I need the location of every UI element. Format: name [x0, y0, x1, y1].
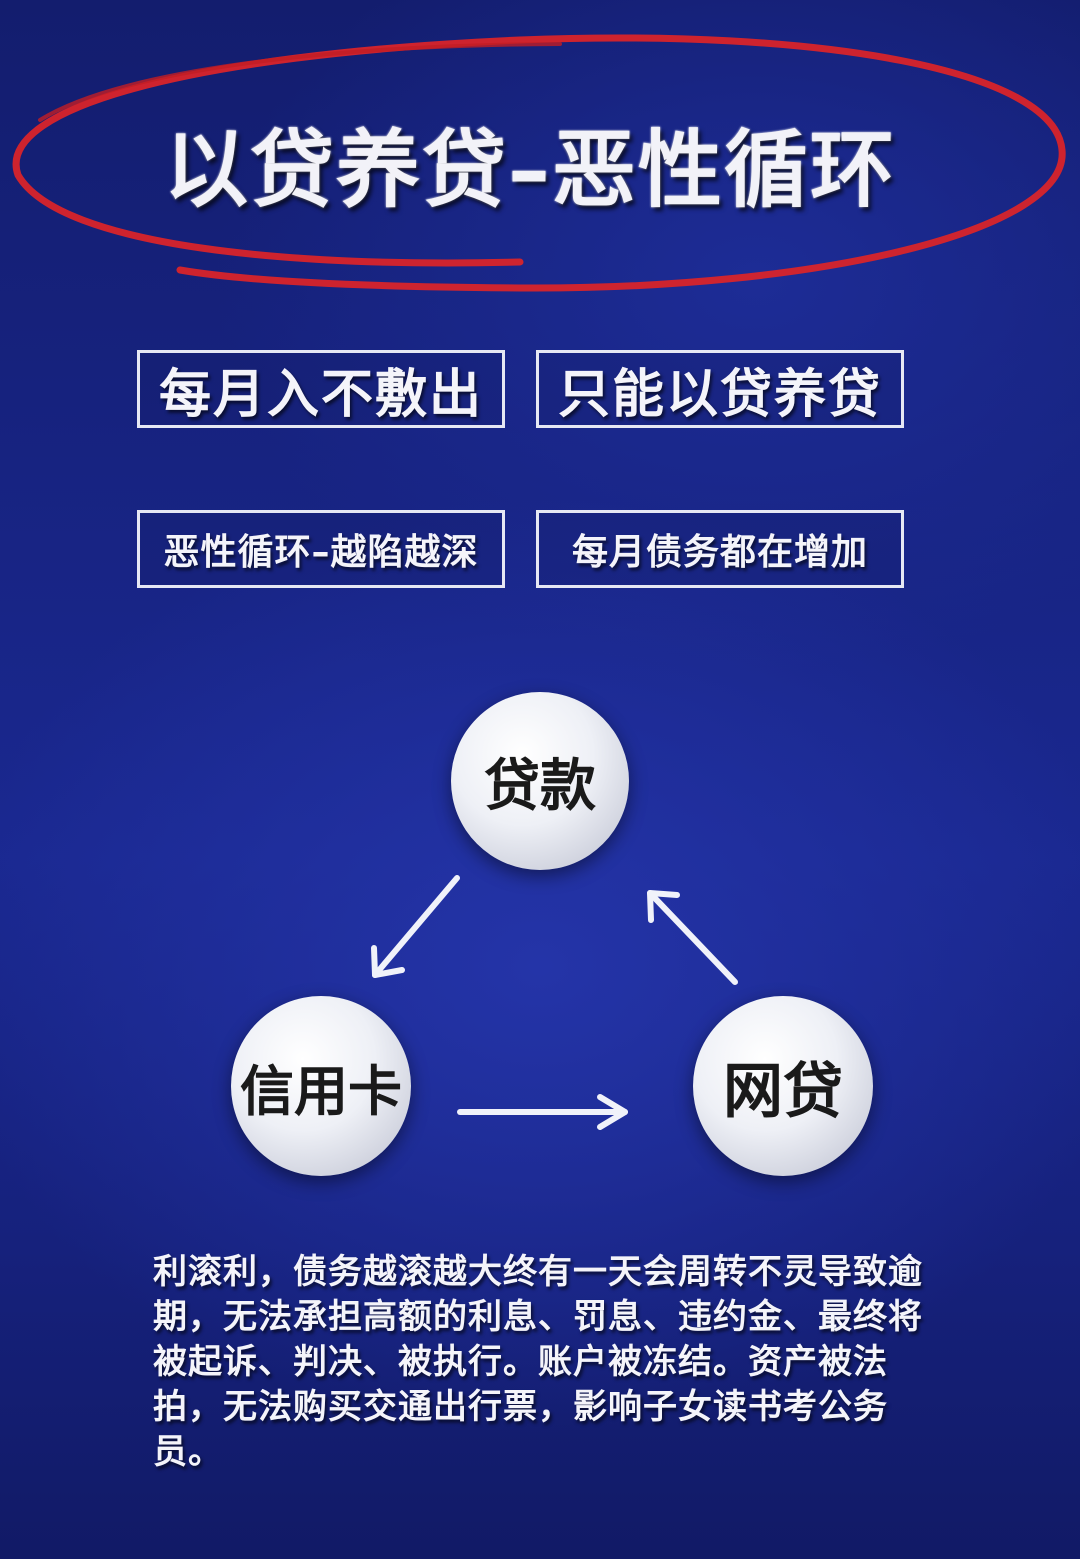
page-title: 以贷养贷–恶性循环: [163, 120, 896, 219]
box-vicious-cycle: 恶性循环–越陷越深: [137, 510, 505, 588]
box-borrow-to-repay: 只能以贷养贷: [536, 350, 904, 428]
node-online-loan: 网贷: [693, 996, 873, 1176]
cycle-arrows: [371, 875, 738, 1130]
arrow-online-loan-to-loan: [647, 890, 738, 985]
arrow-head-loan-to-credit-card: [371, 945, 405, 978]
box-income-shortfall: 每月入不敷出: [137, 350, 505, 428]
arrow-loan-to-credit-card: [372, 875, 460, 978]
node-credit-card: 信用卡: [231, 996, 411, 1176]
box-debt-increasing: 每月债务都在增加: [536, 510, 904, 588]
arrow-head-credit-card-to-online-loan: [597, 1094, 628, 1130]
arrow-head-online-loan-to-loan: [647, 890, 680, 923]
description-paragraph: 利滚利，债务越滚越大终有一天会周转不灵导致逾期，无法承担高额的利息、罚息、违约金…: [153, 1252, 923, 1472]
node-loan: 贷款: [451, 692, 629, 870]
